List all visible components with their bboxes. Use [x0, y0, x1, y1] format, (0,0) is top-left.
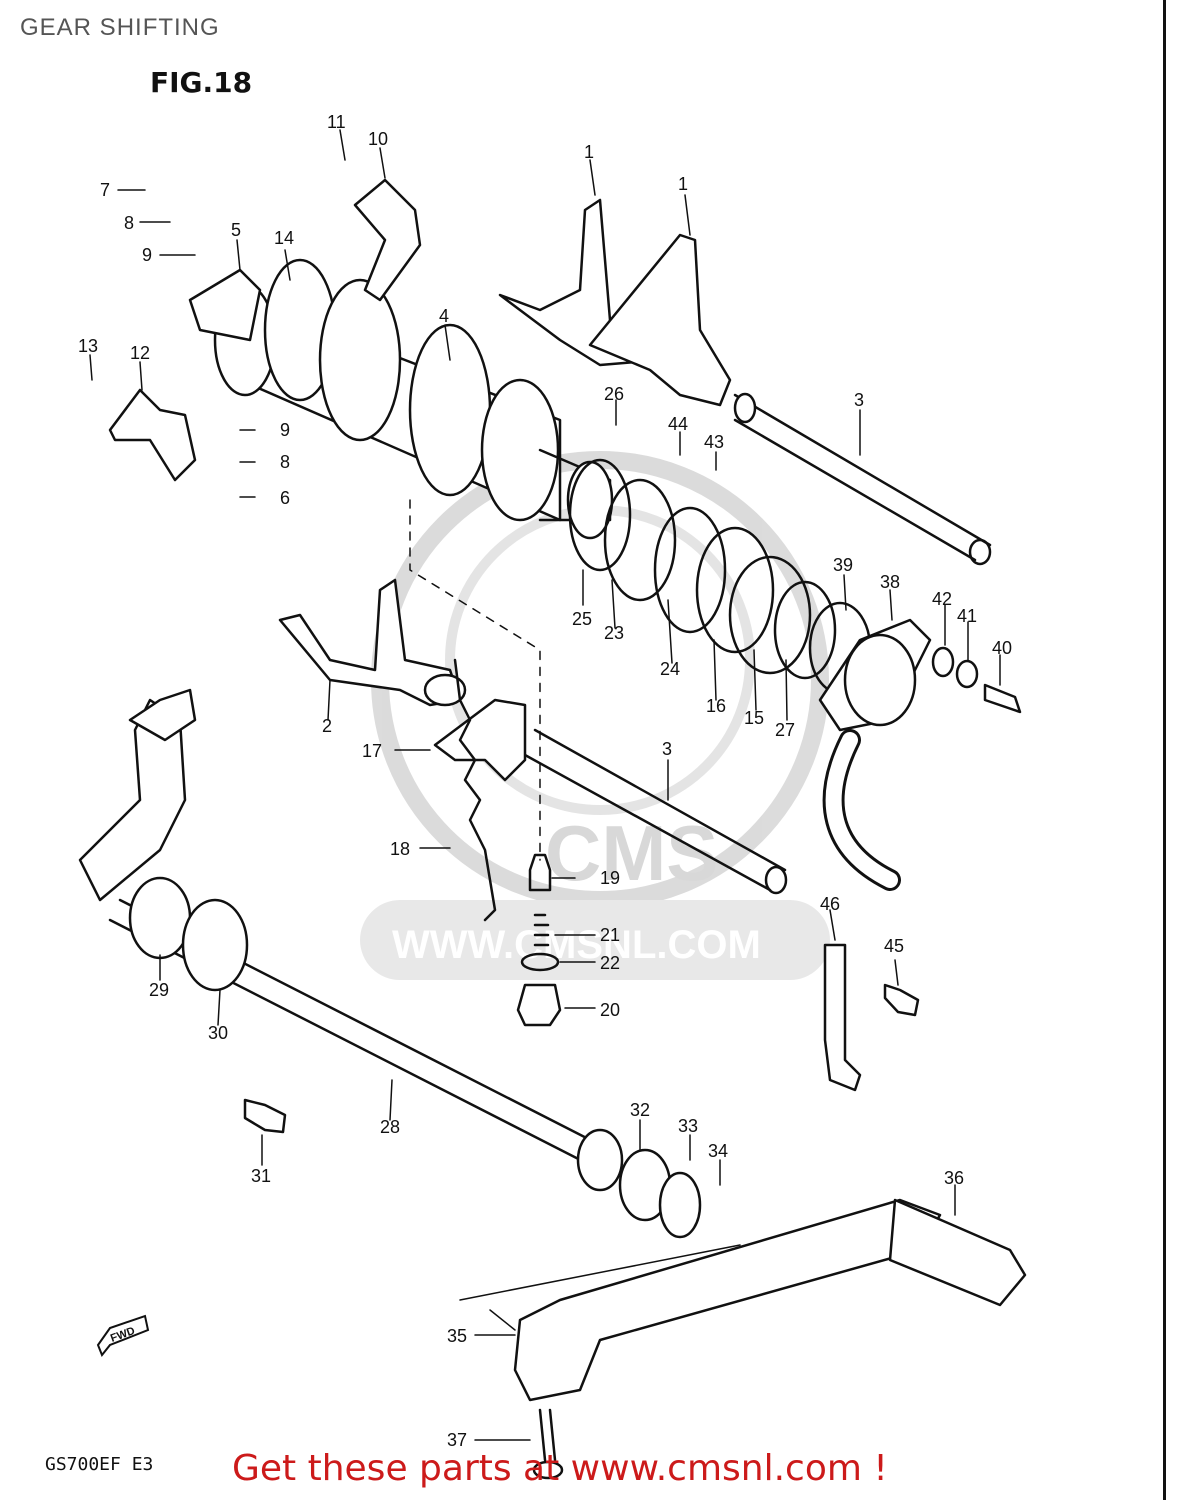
callout-28: 28: [380, 1117, 400, 1137]
callout-39: 39: [833, 555, 853, 575]
callout-18: 18: [390, 839, 410, 859]
callout-20: 20: [600, 1000, 620, 1020]
bolt-31: [243, 1098, 287, 1134]
gear-stopper-assembly: [516, 853, 562, 1027]
callout-26: 26: [604, 384, 624, 404]
callout-32: 32: [630, 1100, 650, 1120]
cam-stopper-plate: [353, 178, 422, 302]
callout-33: 33: [678, 1116, 698, 1136]
callout-34: 34: [708, 1141, 728, 1161]
callout-35: 35: [447, 1326, 467, 1346]
callout-3b: 3: [662, 739, 672, 759]
neutral-switch: [818, 618, 932, 891]
callout-6: 6: [280, 488, 290, 508]
callout-10: 10: [368, 129, 388, 149]
callout-11: 11: [327, 112, 346, 132]
watermark-url: WWW.CMSNL.COM: [392, 923, 761, 967]
callout-14: 14: [274, 228, 294, 248]
shift-fork-lower: [278, 578, 467, 707]
callout-42: 42: [932, 589, 952, 609]
callout-9a: 9: [142, 245, 152, 265]
shift-fork-upper: [498, 198, 732, 407]
callout-2: 2: [322, 716, 332, 736]
shift-fork-rod-lower: [523, 728, 788, 895]
callout-4: 4: [439, 306, 449, 326]
callout-17: 17: [362, 741, 382, 761]
callout-12: 12: [130, 343, 150, 363]
callout-8b: 8: [280, 452, 290, 472]
callout-38: 38: [880, 572, 900, 592]
callout-25: 25: [572, 609, 592, 629]
page-title: GEAR SHIFTING: [20, 14, 220, 41]
bolt: [883, 983, 920, 1017]
callout-41: 41: [957, 606, 977, 626]
cam-guide-plate: [108, 388, 197, 482]
callout-1b: 1: [678, 174, 688, 194]
callout-27: 27: [775, 720, 795, 740]
callout-31: 31: [251, 1166, 271, 1186]
cam-driven-gear-plate: [433, 698, 527, 782]
fwd-arrow: FWD: [96, 1314, 150, 1357]
gearshift-lever: [513, 1198, 1027, 1480]
callout-8a: 8: [124, 213, 134, 233]
callout-24: 24: [660, 659, 680, 679]
return-spring: [453, 658, 497, 922]
callout-44: 44: [668, 414, 688, 434]
parts-cta-link[interactable]: Get these parts at www.cmsnl.com !: [232, 1448, 888, 1489]
callout-9b: 9: [280, 420, 290, 440]
callout-23: 23: [604, 623, 624, 643]
callout-30: 30: [208, 1023, 228, 1043]
callout-5: 5: [231, 220, 241, 240]
shift-fork-rod-upper: [733, 392, 992, 566]
callout-46: 46: [820, 894, 840, 914]
model-code: GS700EF E3: [45, 1454, 154, 1475]
callout-22: 22: [600, 953, 620, 973]
cms-watermark: CMS WWW.CMSNL.COM: [360, 451, 830, 980]
callout-29: 29: [149, 980, 169, 1000]
figure-label: FIG.18: [150, 66, 253, 99]
right-border: [1163, 0, 1166, 1500]
callout-numbers: 1 1 2 3 3 4 5 6 7 8 8 9 9 10 11 12 13 14…: [78, 112, 1012, 1450]
callout-13: 13: [78, 336, 98, 356]
callout-19: 19: [600, 868, 620, 888]
callout-1a: 1: [584, 142, 594, 162]
bearing-washer-stack: [568, 458, 872, 695]
callout-45: 45: [884, 936, 904, 956]
leader-lines: [89, 129, 1001, 1441]
callout-43: 43: [704, 432, 724, 452]
callout-40: 40: [992, 638, 1012, 658]
gearshift-shaft: [78, 688, 702, 1239]
bracket: [823, 943, 862, 1092]
small-washers: [931, 646, 1022, 714]
watermark-brand: CMS: [545, 809, 718, 897]
callout-7: 7: [100, 180, 110, 200]
callout-36: 36: [944, 1168, 964, 1188]
callout-16: 16: [706, 696, 726, 716]
callout-21: 21: [600, 925, 620, 945]
callout-15: 15: [744, 708, 764, 728]
shift-drum: [188, 258, 614, 540]
callout-3a: 3: [854, 390, 864, 410]
callout-37: 37: [447, 1430, 467, 1450]
